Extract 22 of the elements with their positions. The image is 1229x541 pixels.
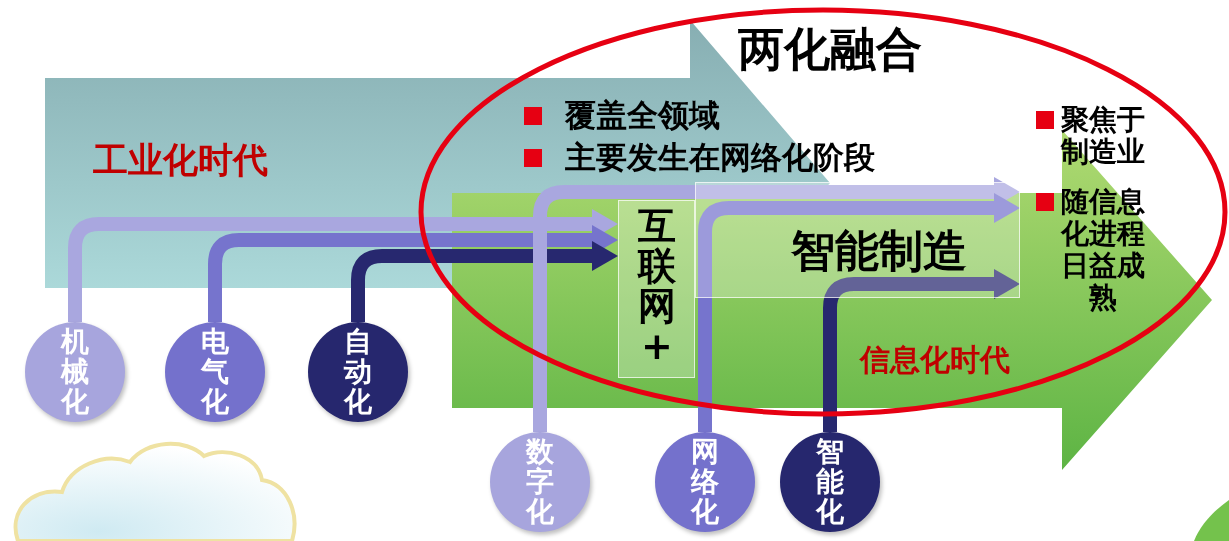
arrow bbox=[823, 269, 1020, 432]
stage-circle: 网络化 bbox=[655, 432, 755, 532]
arrow bbox=[208, 225, 618, 322]
arrow bbox=[698, 193, 1020, 432]
era-title: 信息化时代 bbox=[860, 345, 1010, 375]
highlight-ellipse bbox=[418, 7, 1228, 417]
bullet-text: 覆盖全领域 bbox=[565, 100, 720, 131]
stage-circle: 自动化 bbox=[308, 322, 408, 422]
main-title: 两化融合 bbox=[738, 26, 922, 72]
bullet-text: 主要发生在网络化阶段 bbox=[565, 142, 875, 173]
stage-circle: 机械化 bbox=[25, 322, 125, 422]
stage-circle: 数字化 bbox=[490, 432, 590, 532]
section-title: 互联网+ bbox=[637, 206, 677, 366]
stage-circle: 智能化 bbox=[780, 432, 880, 532]
translucent-column bbox=[618, 200, 695, 378]
stage-circle: 电气化 bbox=[165, 322, 265, 422]
section-title: 智能制造 bbox=[791, 229, 967, 273]
era-title: 工业化时代 bbox=[93, 143, 268, 178]
arrow bbox=[351, 241, 618, 322]
arrow bbox=[533, 177, 1020, 432]
translucent-band bbox=[695, 182, 1020, 298]
arrow bbox=[68, 209, 618, 322]
